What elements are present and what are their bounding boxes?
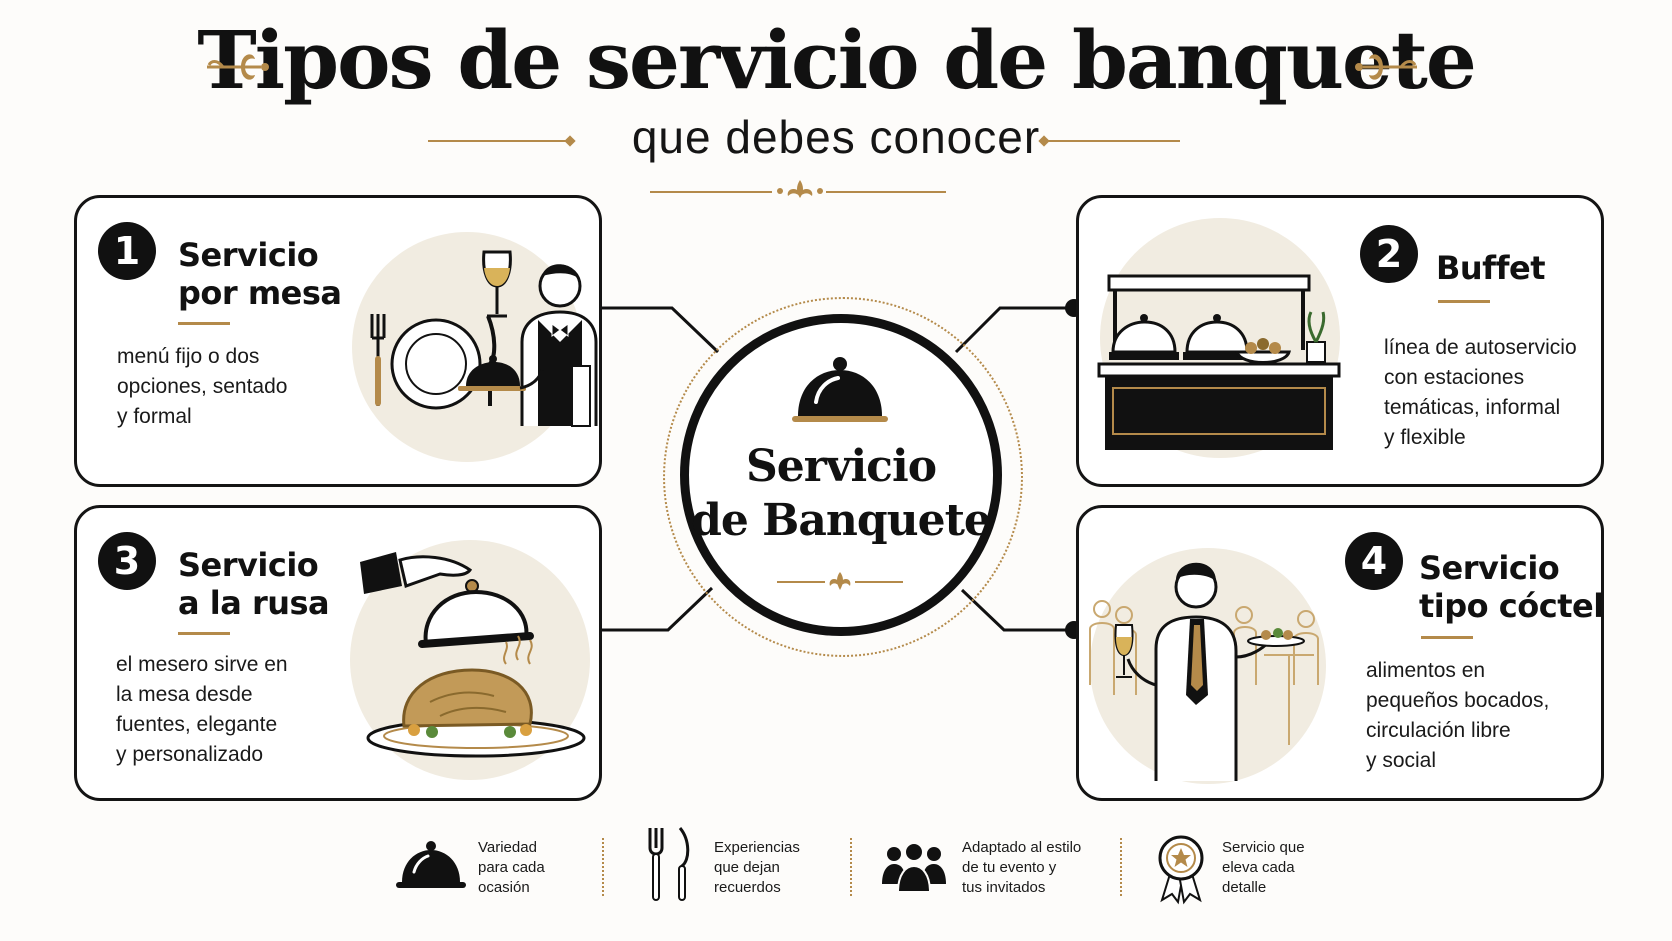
card-desc-line: temáticas, informal bbox=[1384, 396, 1561, 419]
card-number-badge: 3 bbox=[98, 532, 156, 590]
subtitle-rule-left bbox=[428, 140, 570, 142]
card-desc-line: y formal bbox=[117, 405, 192, 428]
card-title-line: Buffet bbox=[1436, 249, 1546, 287]
feature-text: Variedad para cada ocasión bbox=[478, 838, 545, 898]
card-desc-line: circulación libre bbox=[1366, 719, 1511, 742]
feature-line: recuerdos bbox=[714, 879, 781, 896]
ornament-rule-left bbox=[650, 191, 772, 193]
card-description: el mesero sirve en la mesa desde fuentes… bbox=[116, 650, 288, 770]
card-title-line: Servicio bbox=[178, 236, 319, 274]
card-title-line: Servicio bbox=[1419, 549, 1560, 587]
card-desc-line: y personalizado bbox=[116, 743, 264, 766]
card-desc-line: opciones, sentado bbox=[117, 375, 288, 398]
card-title: Servicio a la rusa bbox=[178, 546, 330, 622]
feature-line: detalle bbox=[1222, 879, 1267, 896]
card-description: línea de autoservicio con estaciones tem… bbox=[1384, 333, 1577, 453]
cloche-icon bbox=[396, 841, 466, 888]
card-desc-line: línea de autoservicio bbox=[1384, 336, 1577, 359]
card-rule bbox=[1438, 300, 1490, 303]
card-title-line: Servicio bbox=[178, 546, 319, 584]
card-rule bbox=[178, 632, 230, 635]
card-desc-line: fuentes, elegante bbox=[116, 713, 278, 736]
buffet-station-illustration bbox=[1097, 274, 1341, 450]
feature-line: eleva cada bbox=[1222, 859, 1295, 876]
ornament-rule-right bbox=[826, 191, 946, 193]
card-rule bbox=[178, 322, 230, 325]
card-rule bbox=[1421, 636, 1473, 639]
feature-line: de tu evento y bbox=[962, 859, 1057, 876]
card-title: Buffet bbox=[1436, 249, 1546, 287]
card-description: menú fijo o dos opciones, sentado y form… bbox=[117, 342, 287, 432]
card-number-badge: 2 bbox=[1360, 225, 1418, 283]
card-desc-line: y social bbox=[1366, 749, 1437, 772]
card-desc-line: el mesero sirve en bbox=[116, 653, 288, 676]
feature-line: Variedad bbox=[478, 839, 537, 856]
cloche-icon bbox=[792, 357, 888, 422]
waiter-place-setting-illustration bbox=[370, 250, 598, 427]
card-number-badge: 1 bbox=[98, 222, 156, 280]
card-title: Servicio tipo cóctel bbox=[1419, 549, 1604, 625]
feature-line: Servicio que bbox=[1222, 839, 1305, 856]
center-title-line: Servicio bbox=[745, 441, 937, 492]
card-number-badge: 4 bbox=[1345, 532, 1403, 590]
card-desc-line: y flexible bbox=[1384, 426, 1466, 449]
card-title: Servicio por mesa bbox=[178, 236, 342, 312]
feature-text: Adaptado al estilo de tu evento y tus in… bbox=[962, 838, 1081, 898]
award-badge-icon bbox=[1158, 835, 1204, 905]
card-desc-line: con estaciones bbox=[1384, 366, 1525, 389]
subtitle-rule-right bbox=[1046, 140, 1180, 142]
fleur-ornament-icon bbox=[777, 180, 823, 198]
feature-line: para cada bbox=[478, 859, 545, 876]
flourish-right-icon bbox=[1355, 54, 1417, 80]
feature-line: Experiencias bbox=[714, 839, 800, 856]
feature-line: tus invitados bbox=[962, 879, 1046, 896]
center-ornament-icon bbox=[777, 572, 903, 590]
card-title-line: tipo cóctel bbox=[1419, 587, 1604, 625]
feature-separator bbox=[602, 838, 604, 896]
roast-platter-illustration bbox=[360, 552, 586, 758]
feature-line: que dejan bbox=[714, 859, 780, 876]
people-icon bbox=[882, 842, 946, 893]
center-dotted-ring bbox=[663, 297, 1023, 657]
center-title: Servicio de Banquete bbox=[680, 440, 1002, 548]
card-desc-line: la mesa desde bbox=[116, 683, 253, 706]
page-subtitle: que debes conocer bbox=[631, 111, 1041, 163]
feature-line: Adaptado al estilo bbox=[962, 839, 1082, 856]
feature-text: Experiencias que dejan recuerdos bbox=[714, 838, 800, 898]
card-desc-line: menú fijo o dos bbox=[117, 345, 260, 368]
card-title-line: a la rusa bbox=[178, 584, 330, 622]
fork-knife-icon bbox=[648, 827, 690, 901]
feature-text: Servicio que eleva cada detalle bbox=[1222, 838, 1305, 898]
card-desc-line: alimentos en bbox=[1366, 659, 1486, 682]
feature-separator bbox=[850, 838, 852, 896]
feature-line: ocasión bbox=[478, 879, 530, 896]
flourish-left-icon bbox=[207, 54, 269, 80]
cocktail-host-illustration bbox=[1089, 562, 1319, 781]
center-title-line: de Banquete bbox=[691, 495, 992, 546]
card-title-line: por mesa bbox=[178, 274, 342, 312]
page-title: Tipos de servicio de banquete bbox=[197, 13, 1477, 107]
card-description: alimentos en pequeños bocados, circulaci… bbox=[1366, 656, 1549, 776]
feature-separator bbox=[1120, 838, 1122, 896]
card-desc-line: pequeños bocados, bbox=[1366, 689, 1550, 712]
